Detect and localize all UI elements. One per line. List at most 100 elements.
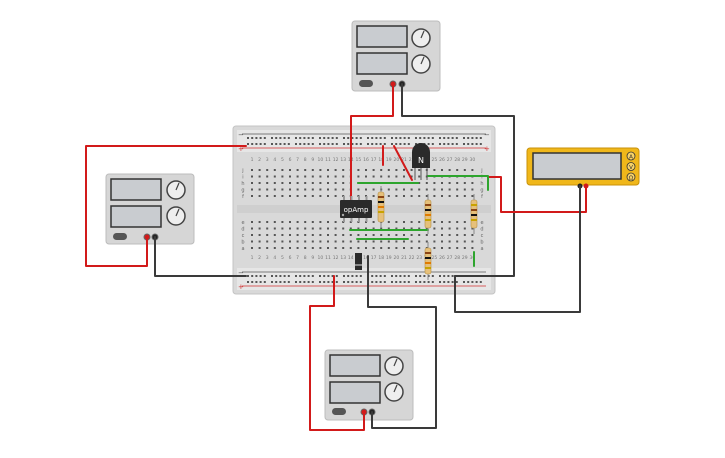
column-number: 2: [258, 255, 261, 261]
column-number: 3: [266, 157, 269, 163]
row-letter: b: [241, 240, 244, 246]
rail-minus-label-right: −: [484, 131, 490, 139]
column-number: 22: [409, 157, 415, 163]
column-number: 9: [311, 157, 314, 163]
column-number: 30: [470, 157, 476, 163]
column-number: 18: [378, 157, 384, 163]
wire-meter-com[interactable]: [454, 185, 581, 313]
resistor[interactable]: [470, 194, 478, 234]
npn-transistor[interactable]: N: [412, 143, 430, 180]
column-number: 5: [281, 157, 284, 163]
row-letter: i: [481, 175, 482, 181]
ic-pins: [343, 196, 368, 222]
column-number: 3: [266, 255, 269, 261]
power-switch[interactable]: [359, 80, 373, 87]
power-supply-left[interactable]: [105, 173, 195, 245]
row-letter: e: [241, 220, 244, 226]
row-letter: c: [481, 233, 484, 239]
mode-label-amps: A: [629, 154, 633, 160]
column-number: 29: [462, 255, 468, 261]
multimeter[interactable]: A V Ω: [526, 147, 640, 189]
row-letter: i: [242, 175, 243, 181]
column-number: 12: [333, 157, 339, 163]
column-number: 1: [251, 157, 254, 163]
row-letter: a: [480, 246, 483, 252]
column-number: 20: [394, 255, 400, 261]
column-number: 4: [273, 157, 276, 163]
column-number: 26: [439, 157, 445, 163]
jumper-red-diagonal[interactable]: [393, 145, 413, 181]
column-number: 17: [371, 255, 377, 261]
resistor[interactable]: [377, 186, 385, 228]
column-number: 2: [258, 157, 261, 163]
resistor[interactable]: [424, 194, 432, 234]
diode-component[interactable]: [355, 253, 362, 270]
resistors[interactable]: [377, 186, 478, 280]
column-number: 8: [304, 255, 307, 261]
resistor[interactable]: [424, 242, 432, 280]
current-display: [329, 381, 381, 404]
mode-button-amps[interactable]: [626, 151, 636, 161]
power-supply-top[interactable]: [351, 20, 441, 92]
voltage-display: [329, 354, 381, 377]
power-switch[interactable]: [113, 233, 127, 240]
column-number: 7: [296, 255, 299, 261]
column-number: 7: [296, 157, 299, 163]
column-number: 26: [439, 255, 445, 261]
row-letter: h: [241, 181, 244, 187]
column-number: 28: [454, 157, 460, 163]
rail-plus-label-bottom: +: [238, 283, 244, 291]
column-number: 21: [401, 157, 407, 163]
column-number: 27: [447, 157, 453, 163]
wire-top-supply-negative[interactable]: [401, 83, 515, 277]
mode-button-ohms[interactable]: [626, 172, 636, 182]
column-number: 30: [470, 255, 476, 261]
column-number: 9: [311, 255, 314, 261]
column-number: 10: [318, 157, 324, 163]
transistor-label: N: [418, 156, 424, 165]
rail-minus-label-bottom: −: [238, 269, 244, 277]
column-number: 16: [363, 157, 369, 163]
column-number: 10: [318, 255, 324, 261]
row-letter: j: [241, 168, 243, 174]
column-number: 22: [409, 255, 415, 261]
opamp-ic[interactable]: opAmp: [340, 196, 372, 222]
column-number: 25: [432, 157, 438, 163]
column-number: 6: [289, 255, 292, 261]
mode-label-volts: V: [629, 165, 633, 171]
column-number: 11: [325, 255, 331, 261]
column-number: 13: [340, 157, 346, 163]
wire-left-supply-positive[interactable]: [85, 145, 247, 267]
row-letter: d: [241, 227, 244, 233]
wire-meter-positive[interactable]: [487, 176, 587, 213]
mode-button-volts[interactable]: [626, 162, 636, 171]
column-number: 1: [251, 255, 254, 261]
row-letter: j: [480, 168, 482, 174]
power-supply-bottom[interactable]: [324, 349, 414, 421]
column-number: 25: [432, 255, 438, 261]
jumper-green-right[interactable]: [427, 175, 489, 191]
current-display: [110, 205, 162, 228]
bottom-power-rail: [237, 268, 491, 290]
mode-label-ohms: Ω: [629, 175, 633, 181]
column-number: 19: [386, 157, 392, 163]
wire-top-supply-positive[interactable]: [350, 83, 394, 201]
column-number: 27: [447, 255, 453, 261]
opamp-label: opAmp: [344, 206, 369, 214]
wire-bottom-supply-negative[interactable]: [367, 255, 437, 429]
column-number: 21: [401, 255, 407, 261]
row-letter: a: [241, 246, 244, 252]
wire-bottom-supply-positive[interactable]: [309, 275, 365, 431]
column-number: 15: [356, 157, 362, 163]
column-number: 11: [325, 157, 331, 163]
column-number: 19: [386, 255, 392, 261]
column-number: 8: [304, 157, 307, 163]
rail-minus-label: −: [238, 131, 244, 139]
voltage-display: [110, 178, 162, 201]
column-number: 5: [281, 255, 284, 261]
power-switch[interactable]: [332, 408, 346, 415]
wire-left-supply-negative[interactable]: [154, 236, 247, 277]
column-number: 13: [340, 255, 346, 261]
